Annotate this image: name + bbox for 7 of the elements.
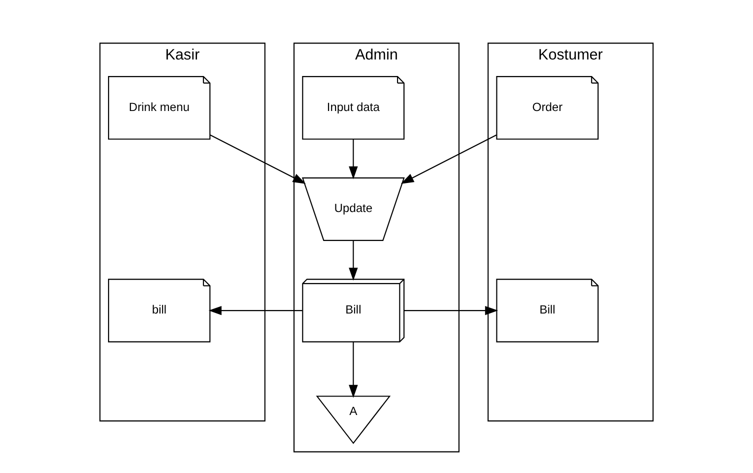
arrow — [404, 306, 498, 316]
arrow — [210, 134, 306, 184]
arrow — [348, 139, 358, 180]
arrow — [348, 240, 358, 281]
arrow — [208, 306, 302, 316]
arrow — [400, 134, 497, 184]
arrow — [348, 342, 358, 398]
